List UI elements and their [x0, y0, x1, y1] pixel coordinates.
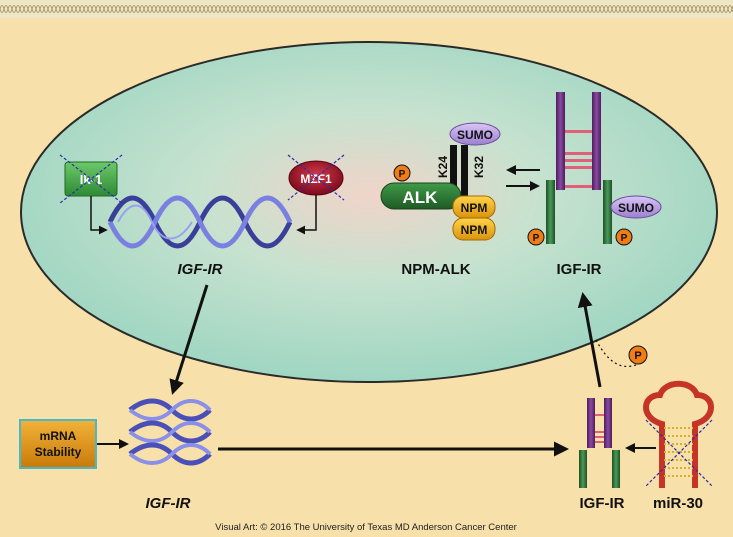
nucleus	[20, 41, 718, 383]
phosphorylation-dotted-path	[595, 339, 637, 367]
phospho-receptor-left-icon	[527, 228, 545, 246]
mrna-strands-icon	[128, 398, 212, 466]
npm-domain-2	[452, 217, 496, 241]
credit-line: Visual Art: © 2016 The University of Tex…	[215, 522, 517, 533]
phospho-fusion-label: P	[399, 169, 406, 180]
mrna-label: IGF-IR	[146, 495, 191, 512]
stability-line2: Stability	[35, 445, 82, 459]
dna-double-helix-icon	[107, 195, 293, 249]
phospho-cytoplasm-icon	[628, 345, 648, 365]
nuclear-gene-label: IGF-IR	[178, 261, 223, 278]
site-k24-label: K24	[436, 156, 450, 178]
nuclear-import-arrow	[577, 292, 602, 388]
npm-alk-fusion: SUMO K24 K32 ALK NPM NPM P	[380, 122, 501, 241]
mirna-label: miR-30	[653, 495, 703, 512]
phospho-fusion-icon	[393, 164, 411, 182]
mzf1-factor: MZF1	[287, 154, 345, 201]
alk-label: ALK	[403, 188, 439, 207]
mzf1-regulation-arrow	[296, 195, 317, 235]
sumo-fusion-label: SUMO	[457, 128, 493, 142]
ik1-label: Ik-1	[80, 172, 102, 187]
ik1-factor: Ik-1	[59, 154, 123, 204]
blocked-cross-icon	[287, 154, 345, 201]
sumo-tag-receptor	[610, 195, 662, 219]
ik1-regulation-arrow	[90, 196, 108, 235]
cytoplasmic-igf-ir-receptor	[579, 398, 620, 488]
stability-line1: mRNA	[40, 429, 77, 443]
phospho-receptor-left-label: P	[533, 233, 540, 244]
phospho-cytoplasm-label: P	[634, 350, 641, 362]
sumo-tag-fusion	[449, 122, 501, 146]
sumo-receptor-label: SUMO	[618, 201, 654, 215]
phospho-receptor-right-icon	[615, 228, 633, 246]
cytoplasmic-receptor-label: IGF-IR	[580, 495, 625, 512]
membrane-pattern-icon	[0, 0, 733, 18]
nuclear-igf-ir-receptor: SUMO P P	[527, 92, 662, 246]
mrna-stability-box	[19, 419, 97, 469]
npm-label-1: NPM	[461, 201, 488, 215]
blocked-cross-icon	[645, 419, 713, 487]
site-k32-label: K32	[472, 156, 486, 178]
phospho-receptor-right-label: P	[621, 233, 628, 244]
blocked-cross-icon	[59, 154, 123, 204]
hairpin-mirna-icon	[643, 380, 714, 488]
mzf1-label: MZF1	[300, 172, 332, 186]
nuclear-receptor-title: IGF-IR	[557, 261, 602, 278]
npm-label-2: NPM	[461, 223, 488, 237]
transcription-arrow	[169, 284, 209, 395]
npm-alk-title: NPM-ALK	[401, 261, 470, 278]
